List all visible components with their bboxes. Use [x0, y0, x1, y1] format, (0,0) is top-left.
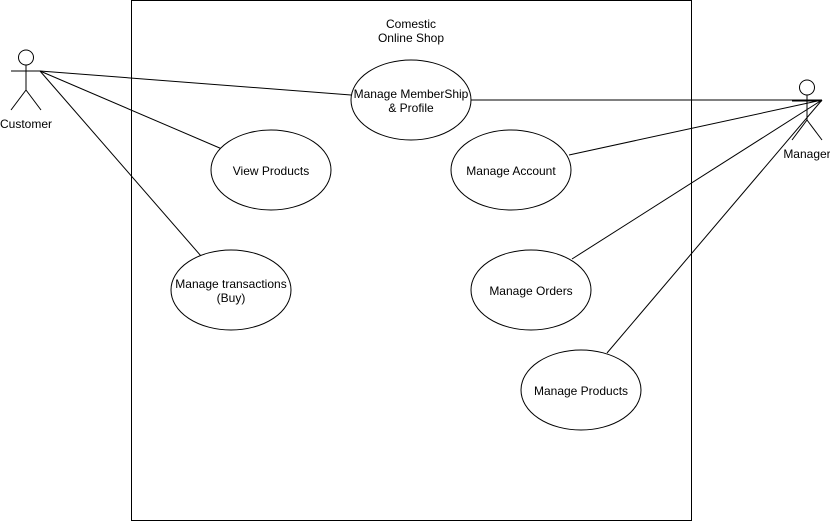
association-manager-products	[606, 99, 823, 354]
stick-figure-icon	[791, 79, 823, 141]
use-case-manage-transactions[interactable]: Manage transactions (Buy)	[170, 249, 292, 331]
association-manager-orders	[571, 99, 823, 260]
use-case-label: Manage MemberShip	[354, 87, 469, 101]
association-customer-transactions	[39, 70, 202, 257]
association-customer-membership	[39, 70, 352, 96]
association-customer-view-products	[39, 70, 223, 150]
use-case-label: Manage Account	[466, 164, 556, 178]
system-title-line2: Online Shop	[378, 31, 444, 45]
association-manager-account	[568, 99, 823, 156]
system-title-line1: Comestic	[386, 17, 436, 31]
actor-label: Customer	[0, 117, 52, 131]
use-case-manage-account[interactable]: Manage Account	[450, 129, 572, 211]
use-case-manage-products[interactable]: Manage Products	[520, 349, 642, 431]
use-case-label: Manage Orders	[489, 284, 572, 298]
actor-manager[interactable]: Manager	[783, 79, 830, 161]
use-case-manage-orders[interactable]: Manage Orders	[470, 249, 592, 331]
use-case-label: View Products	[233, 164, 309, 178]
use-case-label: (Buy)	[217, 291, 246, 305]
use-case-label: Manage transactions	[175, 277, 286, 291]
use-case-view-products[interactable]: View Products	[210, 129, 332, 211]
actor-customer[interactable]: Customer	[0, 49, 52, 131]
use-case-label: Manage Products	[534, 384, 628, 398]
actor-label: Manager	[783, 147, 830, 161]
stick-figure-icon	[10, 49, 42, 111]
use-case-label: & Profile	[388, 101, 434, 115]
use-case-manage-membership[interactable]: Manage MemberShip & Profile	[350, 59, 472, 141]
